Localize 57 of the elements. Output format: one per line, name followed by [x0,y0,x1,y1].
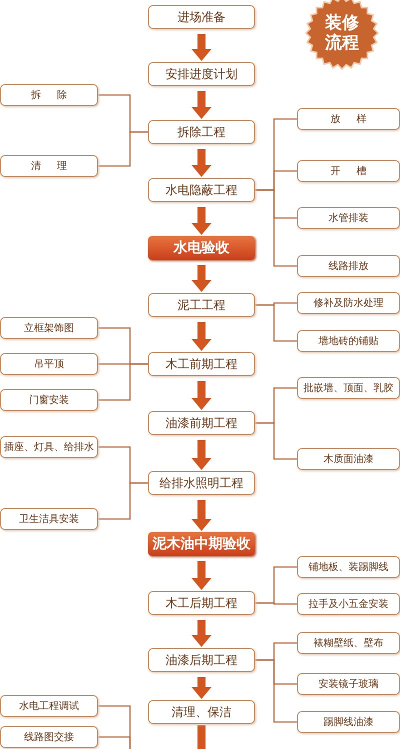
process-box: 泥工工程 [148,293,255,317]
task-box: 放样 [297,108,400,130]
milestone-box: 泥木油中期验收 [148,532,255,556]
task-box: 门窗安装 [0,389,98,411]
task-box: 插座、灯具、给排水 [0,436,98,458]
connector-line [98,363,148,401]
task-box: 铺地板、装踢脚线 [297,556,400,578]
process-box: 拆除工程 [148,120,255,144]
process-box: 清理、保洁 [148,700,255,724]
process-box: 安排进度计划 [148,62,255,86]
task-box: 水电工程调试 [0,695,98,717]
task-box: 立框架饰图 [0,317,98,339]
task-box: 线路排放 [297,255,400,277]
connector-line [255,304,297,342]
task-box: 水管排装 [297,207,400,229]
task-box: 批嵌墙、顶面、乳胶 [297,377,400,399]
down-arrow [192,440,212,470]
task-box: 拆除 [0,84,98,106]
process-box: 油漆后期工程 [148,648,255,672]
task-box: 开槽 [297,160,400,182]
task-box: 踢脚线油漆 [297,711,400,733]
task-box: 线路图交接 [0,726,98,748]
connector-line [255,602,297,605]
task-box: 清理 [0,155,98,177]
connector-line [255,422,297,460]
down-arrow [192,561,212,590]
task-box: 裱糊壁纸、壁布 [297,632,400,654]
connector-line [255,189,297,267]
connector-line [98,482,148,520]
task-box: 拉手及小五金安装 [297,593,400,615]
badge-text: 装修流程 [305,2,379,64]
down-arrow [192,207,212,235]
process-box: 给排水照明工程 [148,471,255,495]
process-box: 油漆前期工程 [148,411,255,435]
down-arrow [192,34,212,61]
down-arrow [192,322,212,351]
process-box: 木工前期工程 [148,352,255,376]
task-box: 修补及防水处理 [297,292,400,314]
connector-line [98,131,148,167]
task-box: 吊平顶 [0,353,98,375]
down-arrow [192,91,212,119]
down-arrow [192,677,212,699]
process-box: 进场准备 [148,5,255,29]
task-box: 墙地砖的铺贴 [297,330,400,352]
down-arrow [192,381,212,410]
process-box: 木工后期工程 [148,591,255,615]
connector-line [255,659,297,723]
connector-line [98,736,131,749]
task-box: 卫生洁具安装 [0,508,98,530]
task-box: 安装镜子玻璃 [297,673,400,695]
down-arrow [192,620,212,647]
down-arrow [192,500,212,531]
task-box: 木质面油漆 [297,448,400,470]
milestone-box: 水电验收 [148,236,255,260]
down-arrow [192,149,212,177]
process-box: 水电隐蔽工程 [148,178,255,202]
down-arrow [192,265,212,292]
